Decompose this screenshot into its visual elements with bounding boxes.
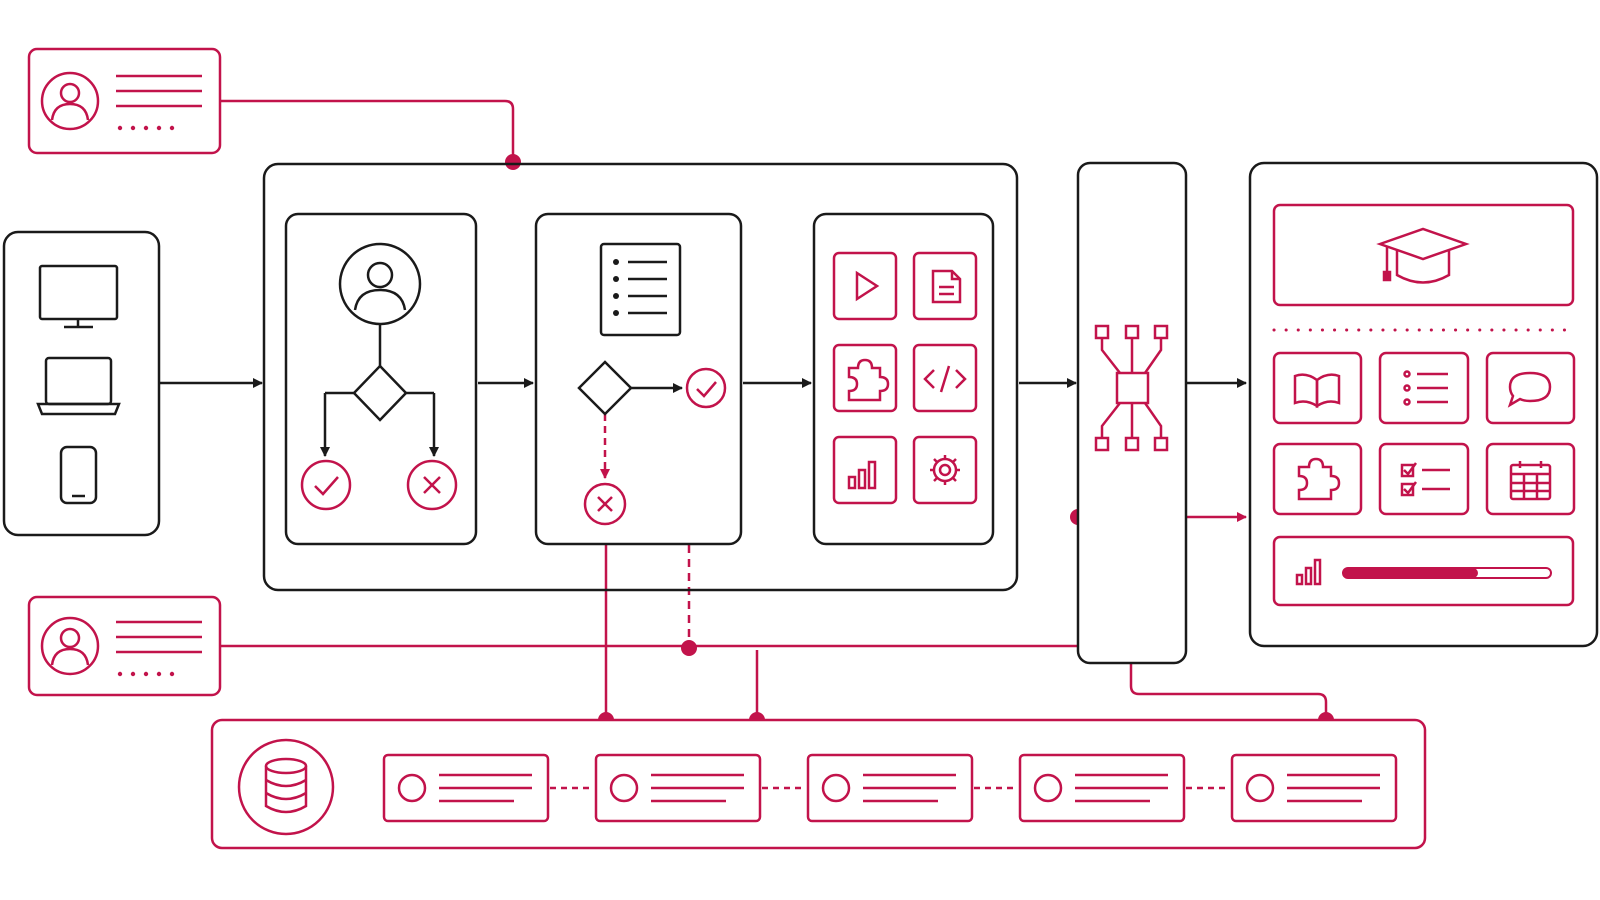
user-icon [40,616,100,676]
dot [169,125,175,131]
portal-banner[interactable] [1272,203,1575,307]
integration-hub[interactable] [1076,161,1188,665]
tile [832,343,898,413]
dot [117,125,123,131]
decision-diamond-icon [577,360,633,416]
database-records [382,753,1398,823]
puzzle-icon [847,358,890,402]
record-dot-icon [609,773,639,803]
bar-chart-icon [847,460,877,490]
portal-tile[interactable] [1378,351,1470,425]
book-icon [1293,373,1341,409]
portal-tile[interactable] [1485,351,1576,425]
progress-panel [1272,535,1575,607]
connector-top-actor-to-process [218,99,515,162]
x-circle-icon [583,482,627,526]
database-record[interactable] [382,753,550,823]
text-lines [116,74,202,108]
tile [912,251,978,321]
junction-dot [505,154,521,170]
record-dot-icon [1033,773,1063,803]
check-circle-icon [685,367,727,409]
document-icon [931,269,962,304]
flow-lines [320,324,439,457]
checklist-icon [1400,462,1450,497]
dot [130,125,136,131]
progress-fill [1343,568,1478,578]
portal-tile[interactable] [1272,351,1363,425]
junction-dot [681,640,697,656]
gear-icon [930,455,960,485]
record-dot-icon [821,773,851,803]
checklist-decision-panel[interactable] [534,212,743,546]
user-decision-panel[interactable] [284,212,478,546]
bar-chart-icon [1295,558,1322,586]
dot [130,671,136,677]
dot [143,125,149,131]
database-icon [237,738,335,836]
actor-card-top[interactable] [27,47,222,155]
play-icon [855,270,880,302]
tile [832,435,898,505]
content-types-panel[interactable] [812,212,995,546]
portal-tile[interactable] [1485,442,1576,516]
graduation-cap-icon [1376,227,1470,284]
connector-hub-to-db [1129,663,1328,720]
tile [912,343,978,413]
database-record[interactable] [806,753,974,823]
dot [143,671,149,677]
puzzle-icon [1297,457,1341,501]
monitor-icon [38,264,119,329]
user-icon [40,71,100,131]
database-record[interactable] [1230,753,1398,823]
dot [169,671,175,677]
dot [117,671,123,677]
text-lines [116,620,202,654]
record-dot-icon [397,773,427,803]
devices-card[interactable] [2,230,161,537]
tile [912,435,978,505]
process-container [262,162,1019,592]
database-strip[interactable] [210,718,1427,850]
network-hub-icon [1094,324,1169,452]
actor-card-bottom[interactable] [27,595,222,697]
code-icon [923,365,967,393]
database-record[interactable] [1018,753,1186,823]
decision-diamond-icon [352,364,408,422]
chat-icon [1507,371,1552,408]
tile [832,251,898,321]
check-circle-icon [300,459,352,511]
laptop-icon [36,356,121,416]
dots-row [117,125,175,131]
calendar-icon [1509,461,1552,501]
portal-tile[interactable] [1272,442,1363,516]
x-circle-icon [406,459,458,511]
portal-tile[interactable] [1378,442,1470,516]
record-dot-icon [1245,773,1275,803]
learning-portal[interactable] [1248,161,1599,648]
dot [156,125,162,131]
dots-row [117,671,175,677]
smartphone-icon [59,445,98,505]
database-record[interactable] [594,753,762,823]
dot [156,671,162,677]
list-icon [1403,370,1448,406]
checklist-icon [599,242,682,337]
